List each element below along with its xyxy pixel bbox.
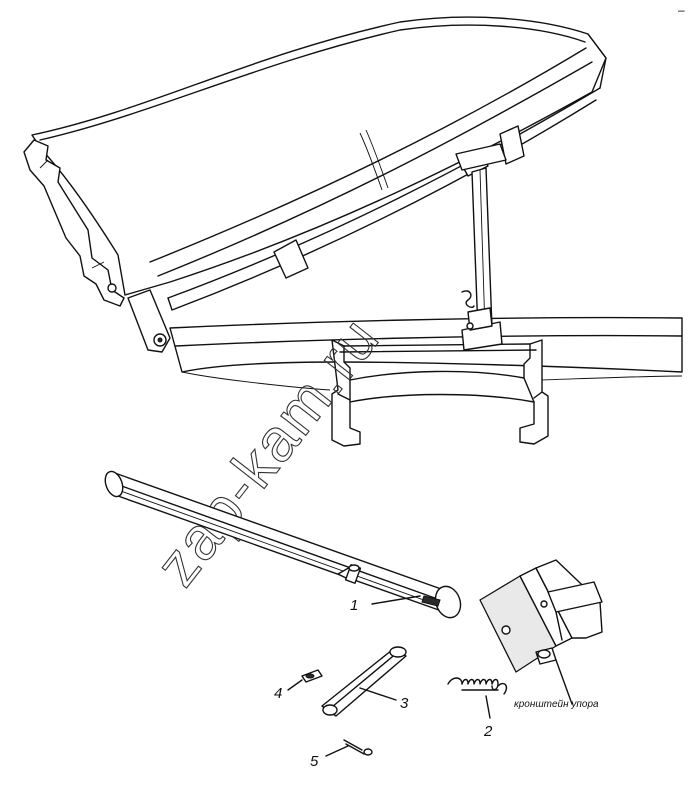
caption-stop-bracket: кронштейн упора — [514, 699, 599, 710]
callout-2: 2 — [483, 723, 493, 740]
rear-hinge — [127, 289, 171, 353]
stop-bracket — [479, 559, 603, 705]
callout-5: 5 — [310, 753, 319, 770]
callout-4: 4 — [274, 685, 282, 702]
part-4-cotter — [287, 669, 323, 691]
part-1-shaft — [104, 470, 462, 619]
callout-1: 1 — [350, 597, 358, 614]
body-support-strut — [455, 143, 507, 351]
dump-body — [23, 16, 607, 311]
part-2-spring — [447, 677, 508, 719]
corner-mark: – — [678, 3, 685, 17]
part-3-link — [321, 646, 407, 717]
callout-3: 3 — [400, 695, 409, 712]
part-5-pin — [325, 739, 373, 757]
cross-member — [331, 339, 549, 447]
